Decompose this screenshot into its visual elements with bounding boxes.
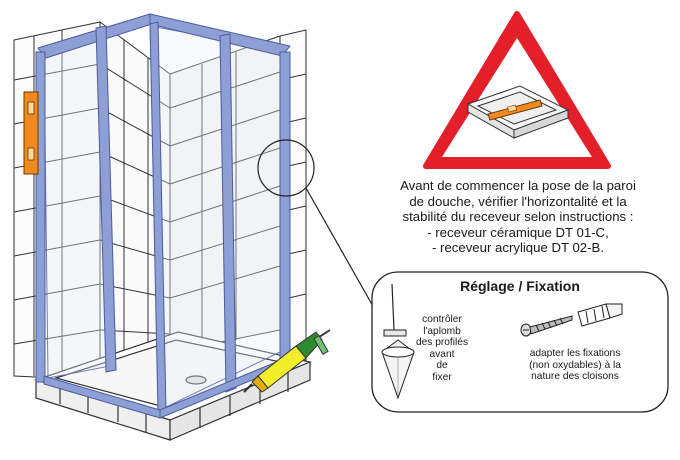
enclosure-profiles [35,13,291,419]
plumb-check-text: contrôler l'aplomb des profilés avant de… [410,314,474,384]
instruction-line: stabilité du receveur selon instructions… [402,209,634,225]
instruction-line: Avant de commencer la pose de la paroi [400,178,636,193]
warning-triangle-icon [423,11,611,169]
plumb-text-line: avant [429,348,455,360]
instruction-line: de douche, vérifier l'horizontalité et l… [409,193,627,209]
detail-leader-line [305,187,375,309]
fixing-text-line: adapter les fixations [529,348,621,359]
instruction-line: - receveur acrylique DT 02-B. [432,240,604,256]
sealant-gun-icon [243,329,331,393]
callout-title: Réglage / Fixation [460,278,580,294]
tray-level-check-icon [466,85,570,139]
instruction-line: - receveur céramique DT 01-C, [427,224,609,240]
plumb-text-line: l'aplomb [423,325,461,337]
fixing-advice-text: adapter les fixations (non oxydables) à … [500,348,650,383]
plumb-text-line: de [436,360,448,372]
screw-icon [520,315,573,337]
spirit-level-icon [23,91,39,175]
glass-panels [43,25,281,411]
plumb-text-line: des profilés [415,337,469,349]
shower-enclosure-illustration [13,13,375,441]
detail-magnifier-circle [257,139,315,197]
leveling-instructions: Avant de commencer la pose de la paroi d… [366,178,670,256]
plumb-text-line: contrôler [422,314,462,325]
wall-plug-icon [577,303,623,327]
plumb-bob-icon [381,283,415,400]
fixing-text-line: nature des cloisons [531,371,619,383]
fixing-text-line: (non oxydables) à la [529,359,621,371]
plumb-text-line: fixer [432,371,452,383]
